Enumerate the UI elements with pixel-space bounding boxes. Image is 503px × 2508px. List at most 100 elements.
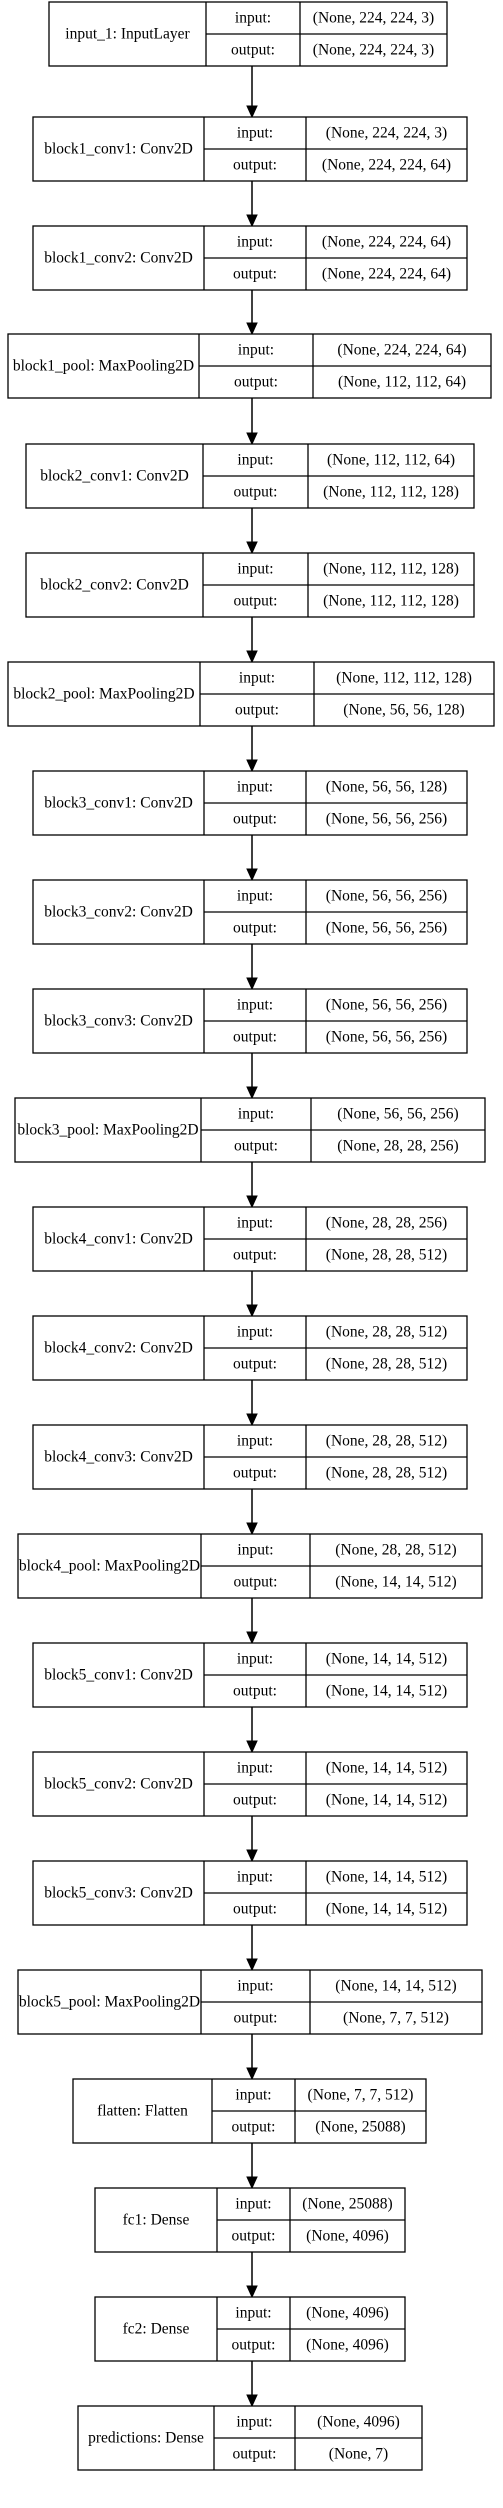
output-label: output: [233,1356,277,1373]
input-shape: (None, 112, 112, 128) [336,670,472,687]
input-shape: (None, 56, 56, 256) [326,888,447,905]
input-label: input: [235,2196,271,2213]
output-label: output: [234,1574,278,1591]
output-label: output: [232,2228,276,2245]
input-label: input: [238,342,274,359]
output-shape: (None, 25088) [315,2119,405,2136]
layer-name: block3_conv3: Conv2D [44,1013,193,1030]
arrowhead [246,322,258,336]
output-label: output: [234,374,278,391]
arrowhead [246,1958,258,1972]
input-shape: (None, 56, 56, 256) [326,997,447,1014]
output-shape: (None, 4096) [306,2228,389,2245]
input-label: input: [235,10,271,27]
arrowhead [246,2176,258,2190]
output-label: output: [234,1138,278,1155]
layer-name: block3_pool: MaxPooling2D [17,1122,198,1139]
output-label: output: [234,593,278,610]
output-label: output: [233,1792,277,1809]
arrowhead [246,868,258,882]
input-label: input: [237,779,273,796]
output-label: output: [233,1901,277,1918]
output-shape: (None, 14, 14, 512) [326,1901,447,1918]
input-label: input: [237,997,273,1014]
output-shape: (None, 56, 56, 256) [326,1029,447,1046]
layer-name: block4_conv1: Conv2D [44,1231,193,1248]
input-shape: (None, 28, 28, 512) [326,1433,447,1450]
input-label: input: [237,1760,273,1777]
input-shape: (None, 56, 56, 256) [337,1106,458,1123]
arrowhead [246,1413,258,1427]
output-label: output: [233,811,277,828]
layer-name: flatten: Flatten [97,2103,188,2120]
output-label: output: [231,42,275,59]
input-label: input: [235,2305,271,2322]
arrowhead [246,432,258,446]
arrowhead [246,1849,258,1863]
input-shape: (None, 56, 56, 128) [326,779,447,796]
input-shape: (None, 28, 28, 512) [335,1542,456,1559]
input-label: input: [237,1542,273,1559]
input-shape: (None, 4096) [317,2414,400,2431]
input-shape: (None, 4096) [306,2305,389,2322]
output-label: output: [233,157,277,174]
layer-name: block4_pool: MaxPooling2D [19,1558,200,1575]
output-shape: (None, 14, 14, 512) [326,1683,447,1700]
output-label: output: [232,2337,276,2354]
output-shape: (None, 4096) [306,2337,389,2354]
arrowhead [246,977,258,991]
input-label: input: [237,1324,273,1341]
input-shape: (None, 224, 224, 3) [326,125,447,142]
input-label: input: [237,1978,273,1995]
arrowhead [246,1086,258,1100]
arrowhead [246,1740,258,1754]
input-shape: (None, 14, 14, 512) [335,1978,456,1995]
input-label: input: [237,888,273,905]
arrowhead [246,105,258,119]
input-label: input: [237,1433,273,1450]
arrowhead [246,2285,258,2299]
output-shape: (None, 14, 14, 512) [335,1574,456,1591]
input-shape: (None, 112, 112, 128) [323,561,459,578]
input-shape: (None, 7, 7, 512) [308,2087,414,2104]
input-shape: (None, 25088) [302,2196,392,2213]
output-label: output: [234,484,278,501]
input-label: input: [237,452,273,469]
input-label: input: [237,1215,273,1232]
arrowhead [246,1631,258,1645]
output-label: output: [233,1247,277,1264]
input-label: input: [237,1869,273,1886]
output-shape: (None, 28, 28, 512) [326,1356,447,1373]
output-shape: (None, 112, 112, 64) [338,374,466,391]
output-label: output: [233,266,277,283]
output-label: output: [232,2119,276,2136]
input-label: input: [237,234,273,251]
layer-name: block2_conv1: Conv2D [40,468,189,485]
output-label: output: [233,1029,277,1046]
arrowhead [246,2394,258,2408]
layer-name: block2_pool: MaxPooling2D [13,686,194,703]
arrowhead [246,541,258,555]
output-shape: (None, 7) [329,2446,388,2463]
output-shape: (None, 28, 28, 512) [326,1247,447,1264]
input-shape: (None, 224, 224, 64) [337,342,466,359]
layer-name: block1_pool: MaxPooling2D [13,358,194,375]
layer-name: predictions: Dense [88,2430,204,2447]
arrowhead [246,650,258,664]
input-label: input: [237,561,273,578]
input-label: input: [239,670,275,687]
layer-name: block5_pool: MaxPooling2D [19,1994,200,2011]
layer-name: block1_conv1: Conv2D [44,141,193,158]
layer-name: input_1: InputLayer [65,26,190,43]
output-shape: (None, 28, 28, 512) [326,1465,447,1482]
output-label: output: [233,1683,277,1700]
input-shape: (None, 14, 14, 512) [326,1869,447,1886]
output-shape: (None, 224, 224, 64) [322,266,451,283]
output-label: output: [233,1465,277,1482]
output-shape: (None, 14, 14, 512) [326,1792,447,1809]
input-label: input: [237,1651,273,1668]
output-shape: (None, 224, 224, 64) [322,157,451,174]
output-label: output: [234,2010,278,2027]
output-shape: (None, 56, 56, 128) [343,702,464,719]
